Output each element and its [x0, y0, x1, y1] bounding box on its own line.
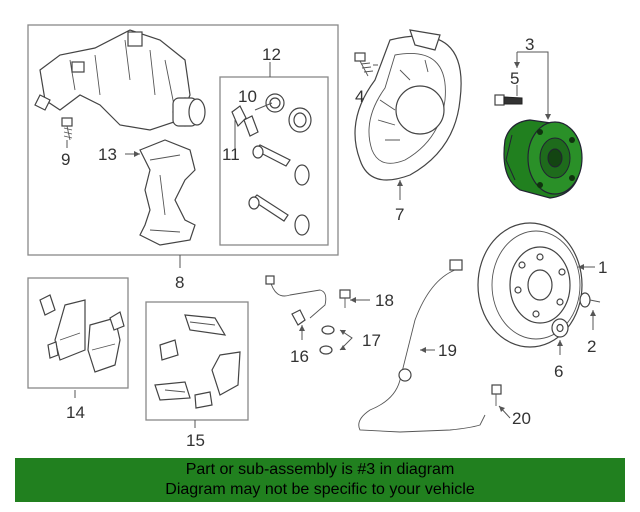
screw-2-icon [579, 292, 601, 308]
callout-19: 19 [438, 341, 457, 360]
callout-18: 18 [375, 291, 394, 310]
callout-10: 10 [238, 87, 257, 106]
callout-7: 7 [395, 205, 404, 224]
hardware-kit-parts [231, 93, 312, 236]
callout-17: 17 [362, 331, 381, 350]
washers-17-icon [319, 325, 335, 355]
callout-4: 4 [355, 87, 364, 106]
callout-12: 12 [262, 45, 281, 64]
callout-3: 3 [525, 35, 534, 54]
callout-6: 6 [554, 362, 563, 381]
hub-bearing-assembly [503, 119, 583, 199]
callout-1: 1 [598, 258, 607, 277]
hardware-kit-box [219, 76, 329, 246]
callout-14: 14 [66, 403, 85, 422]
callout-5: 5 [510, 69, 519, 88]
brake-rotor [477, 222, 583, 348]
callout-11: 11 [222, 145, 240, 164]
bolt-9-icon [61, 117, 73, 141]
callout-16: 16 [290, 347, 309, 366]
caliper-body [34, 29, 206, 131]
callout-2: 2 [587, 337, 596, 356]
bolt-5-icon [494, 94, 523, 106]
bolt-20-icon [491, 384, 502, 406]
abs-sensor [358, 259, 486, 433]
brake-pad-box [27, 277, 129, 389]
callout-9: 9 [61, 150, 70, 169]
highlight-banner: Part or sub-assembly is #3 in diagram Di… [15, 458, 625, 502]
bolt-4-icon [354, 52, 374, 77]
arrowheads [134, 62, 596, 412]
callout-13: 13 [98, 145, 117, 164]
banner-line-1: Part or sub-assembly is #3 in diagram [185, 461, 455, 478]
nut-6-icon [551, 318, 569, 338]
dust-shield [354, 29, 462, 181]
callout-8: 8 [175, 273, 184, 292]
pad-hardware-box [145, 301, 249, 421]
pad-shims-clips [154, 314, 241, 409]
callout-20: 20 [512, 409, 531, 428]
bolt-18-icon [339, 289, 351, 308]
brake-pads [39, 294, 125, 373]
callout-labels: 1 2 3 4 5 6 7 8 9 10 11 12 13 14 15 16 1… [61, 35, 607, 450]
callout-15: 15 [186, 431, 205, 450]
caliper-assembly-box [27, 24, 339, 256]
brake-hose [265, 275, 327, 326]
banner-line-2: Diagram may not be specific to your vehi… [165, 481, 475, 498]
caliper-bracket [139, 139, 196, 246]
